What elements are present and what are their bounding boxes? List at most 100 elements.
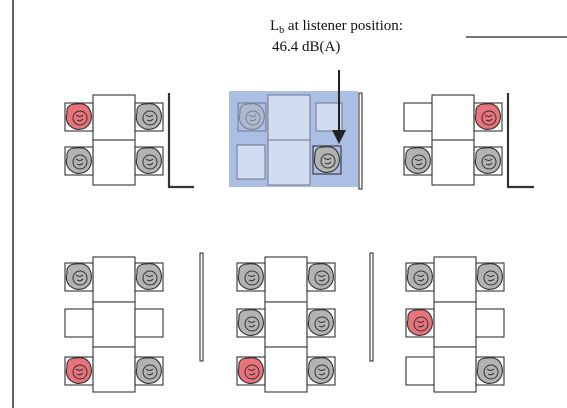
- desk: [92, 346, 136, 393]
- person-features: [416, 274, 425, 282]
- person-features: [247, 320, 256, 328]
- person-face: [320, 153, 336, 169]
- chair-outline: [64, 262, 94, 292]
- seat-1: [405, 262, 435, 292]
- desk: [433, 256, 477, 303]
- empty-chair: [64, 308, 94, 338]
- person-face: [483, 270, 499, 286]
- seat-2: [306, 262, 336, 292]
- person-features: [247, 368, 256, 376]
- chair-outline: [306, 262, 336, 292]
- desk: [267, 94, 311, 141]
- chair-outline: [236, 356, 266, 386]
- seat-5: [236, 356, 266, 386]
- seat-6: [306, 356, 336, 386]
- empty-chair: [403, 102, 433, 132]
- seat-2: [473, 102, 503, 132]
- seat-3: [236, 308, 266, 338]
- person-features: [317, 368, 326, 376]
- person-face: [413, 270, 429, 286]
- person-face: [314, 316, 330, 332]
- annotation-value: 46.4 dB(A): [272, 39, 341, 55]
- seat-1: [237, 102, 267, 132]
- seat-6: [475, 356, 505, 386]
- person-features: [75, 274, 84, 282]
- seat-4: [475, 308, 505, 338]
- person-features: [484, 114, 493, 122]
- person-face: [72, 154, 88, 170]
- level-symbol: L: [270, 18, 280, 34]
- seat-2: [134, 262, 164, 292]
- chair-outline: [236, 308, 266, 338]
- seat-1: [64, 102, 94, 132]
- seat-4: [134, 146, 164, 176]
- empty-chair: [134, 308, 164, 338]
- empty-chair: [475, 308, 505, 338]
- chair-outline: [473, 146, 503, 176]
- desk: [236, 144, 266, 180]
- desk: [431, 139, 475, 186]
- seat-4: [306, 308, 336, 338]
- person-face: [483, 364, 499, 380]
- desk: [431, 94, 475, 141]
- seat-3: [403, 146, 433, 176]
- seat-1: [403, 102, 433, 132]
- person-features: [75, 368, 84, 376]
- person-features: [323, 157, 332, 165]
- person-face: [72, 364, 88, 380]
- chair-outline: [306, 308, 336, 338]
- desk: [315, 102, 343, 132]
- partition-wall: [369, 252, 374, 362]
- chair-outline: [237, 102, 267, 132]
- person-face: [314, 364, 330, 380]
- seat-5: [405, 356, 435, 386]
- person-features: [145, 274, 154, 282]
- person-face: [244, 364, 260, 380]
- person-face: [245, 110, 261, 126]
- desk: [267, 139, 311, 186]
- partition-wall: [506, 93, 534, 189]
- desk: [92, 256, 136, 303]
- pod-top-middle: [236, 94, 343, 186]
- seat-2: [475, 262, 505, 292]
- seat-3: [64, 146, 94, 176]
- chair-outline: [134, 356, 164, 386]
- person-face: [411, 154, 427, 170]
- person-face: [481, 154, 497, 170]
- annotation-arrow-head: [332, 130, 346, 144]
- person-face: [72, 110, 88, 126]
- person-face: [72, 270, 88, 286]
- person-face: [314, 270, 330, 286]
- seat-6: [134, 356, 164, 386]
- seat-4: [473, 146, 503, 176]
- annotation-line-1: Lb at listener position:: [270, 18, 403, 39]
- person-features: [75, 114, 84, 122]
- chair-outline: [312, 145, 342, 175]
- person-face: [413, 316, 429, 332]
- annotation-text: at listener position:: [284, 18, 403, 34]
- desk: [264, 346, 308, 393]
- chair-outline: [64, 356, 94, 386]
- desk: [264, 301, 308, 348]
- person-head: [238, 103, 265, 131]
- seat-2: [134, 102, 164, 132]
- empty-chair: [405, 356, 435, 386]
- person-features: [414, 158, 423, 166]
- desk: [433, 301, 477, 348]
- person-face: [244, 316, 260, 332]
- person-face: [142, 110, 158, 126]
- chair-outline: [134, 262, 164, 292]
- level-subscript: b: [279, 25, 285, 36]
- seat-3: [405, 308, 435, 338]
- partition-wall: [358, 92, 363, 190]
- listener-seat: [312, 145, 342, 175]
- chair-outline: [473, 102, 503, 132]
- chair-outline: [236, 262, 266, 292]
- person-features: [145, 368, 154, 376]
- chair-outline: [405, 308, 435, 338]
- person-features: [486, 368, 495, 376]
- partition-wall: [167, 93, 194, 189]
- person-face: [142, 364, 158, 380]
- chair-outline: [64, 146, 94, 176]
